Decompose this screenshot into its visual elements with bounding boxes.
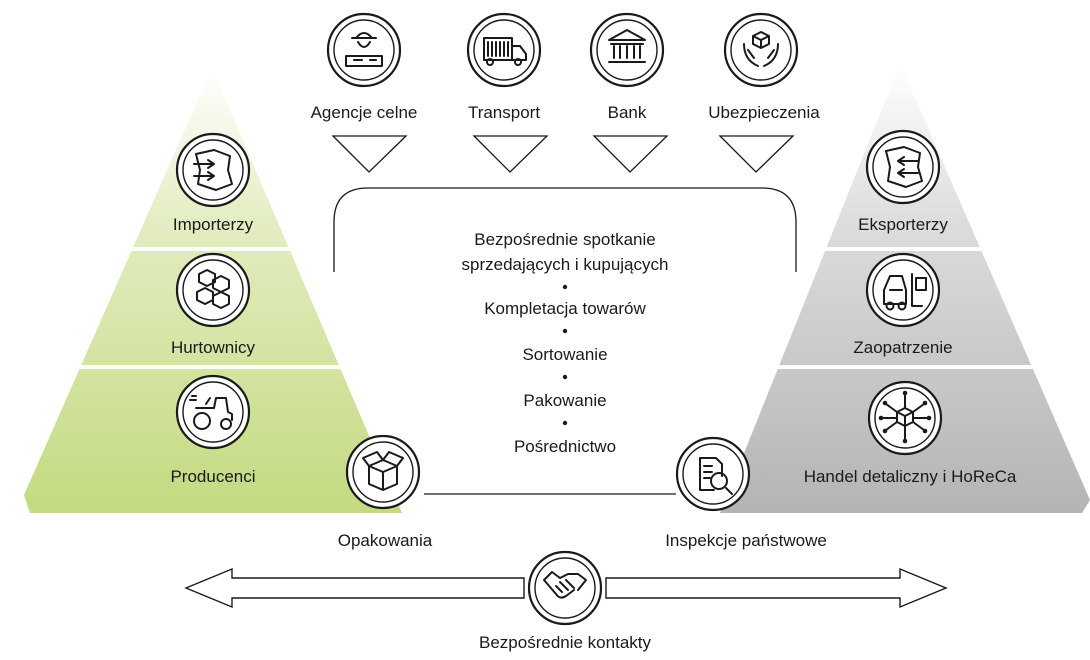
- label-bank: Bank: [608, 103, 647, 122]
- label-eksporterzy: Eksporterzy: [858, 215, 948, 234]
- activity-kompletacja: Kompletacja towarów: [484, 299, 646, 318]
- label-ubezpieczenia: Ubezpieczenia: [708, 103, 820, 122]
- import-map-icon: [175, 132, 251, 208]
- label-inspekcje-panstwowe: Inspekcje państwowe: [665, 531, 827, 550]
- bullet-dot: [562, 284, 568, 290]
- triangle-ubezpieczenia: [718, 135, 795, 173]
- label-producenci: Producenci: [170, 467, 255, 486]
- label-hurtownicy: Hurtownicy: [171, 338, 256, 357]
- bullet-dot: [562, 420, 568, 426]
- insurance-hands-icon: [723, 12, 799, 88]
- handshake-icon: [527, 550, 603, 626]
- inspection-document-icon: [675, 436, 751, 512]
- customs-officer-icon: [326, 12, 402, 88]
- center-activities: Bezpośrednie spotkanie sprzedających i k…: [462, 230, 669, 456]
- activity-sortowanie: Sortowanie: [522, 345, 607, 364]
- triangle-transport: [472, 135, 549, 173]
- direct-contacts-arrow: [184, 567, 948, 609]
- label-importerzy: Importerzy: [173, 215, 254, 234]
- activity-meeting-line-1: Bezpośrednie spotkanie: [474, 230, 655, 249]
- network-box-icon: [867, 380, 943, 456]
- service-triangles: [331, 135, 795, 173]
- truck-icon: [466, 12, 542, 88]
- center-frame: [333, 187, 797, 272]
- bank-icon: [589, 12, 665, 88]
- bullet-dot: [562, 328, 568, 334]
- right-arrow: [605, 567, 948, 609]
- forklift-icon: [865, 252, 941, 328]
- left-arrow: [184, 567, 525, 609]
- tractor-icon: [175, 374, 251, 450]
- activity-posrednictwo: Pośrednictwo: [514, 437, 616, 456]
- label-handel-detaliczny: Handel detaliczny i HoReCa: [804, 467, 1017, 486]
- label-transport: Transport: [468, 103, 540, 122]
- label-agencje-celne: Agencje celne: [311, 103, 418, 122]
- label-zaopatrzenie: Zaopatrzenie: [853, 338, 952, 357]
- boxes-icon: [175, 252, 251, 328]
- label-opakowania: Opakowania: [338, 531, 433, 550]
- package-icon: [345, 434, 421, 510]
- triangle-agencje: [331, 135, 408, 173]
- export-map-icon: [865, 129, 941, 205]
- label-bezposrednie-kontakty: Bezpośrednie kontakty: [479, 633, 651, 652]
- activity-pakowanie: Pakowanie: [523, 391, 606, 410]
- bullet-dot: [562, 374, 568, 380]
- triangle-bank: [592, 135, 669, 173]
- activity-meeting-line-2: sprzedających i kupujących: [462, 255, 669, 274]
